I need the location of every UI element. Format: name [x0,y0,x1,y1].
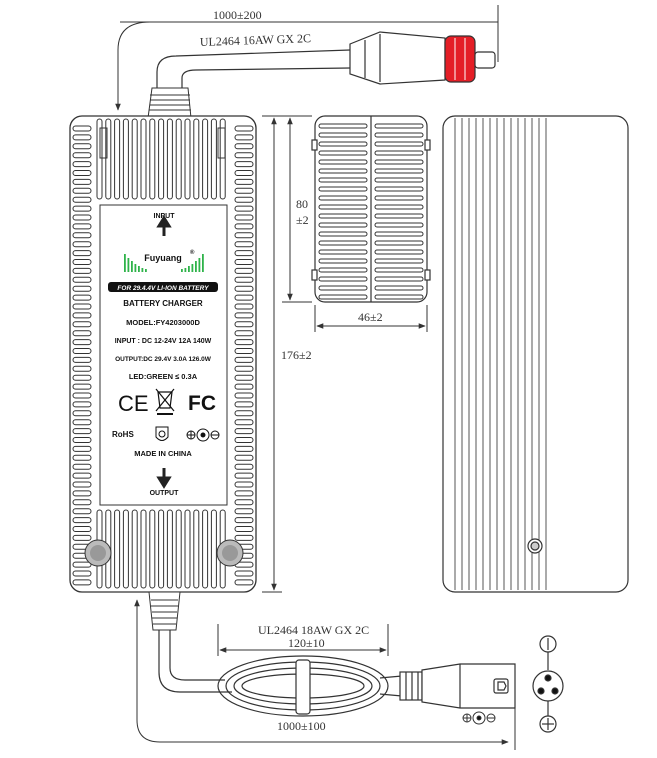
brand-mark: ® [190,249,195,256]
right-fins [234,125,254,586]
cable-tie [295,659,311,715]
input-cable-length: 1000±200 [213,8,262,22]
body-length-dimension [262,115,282,593]
down-arrow-icon [156,468,172,489]
fc-mark: FC [188,392,216,415]
product-label: INPUT Fuyuang ® FOR 29.4.4V LI-ION BATTE… [99,204,228,506]
coil-length: 120±10 [288,636,325,650]
end-view [311,115,431,303]
output-cable-spec: UL2464 18AW GX 2C [258,623,369,637]
label-output: OUTPUT [150,490,180,497]
width-value: 46±2 [358,310,383,324]
input-spec: INPUT : DC 12-24V 12A 140W [115,338,212,345]
model-number: MODEL:FY4203000D [126,318,200,327]
bottom-fins [96,509,226,589]
output-length-dimension [134,599,516,750]
equalizer-right-icon [181,254,204,272]
width-dimension [314,305,428,332]
height-dimension [282,115,312,303]
polarity-icon [186,428,220,442]
input-cable-spec: UL2464 16AW GX 2C [200,31,312,49]
side-view [442,115,629,593]
output-cable [158,630,403,717]
output-strain-relief [148,591,181,631]
input-cable [115,5,499,111]
label-input: INPUT [154,213,176,220]
ce-mark: CE [118,391,149,416]
product-name: BATTERY CHARGER [123,299,203,308]
rohs-mark: RoHS [112,430,134,439]
pinout-diagram [532,635,564,733]
shield-icon [155,426,169,441]
height-value: 80 [296,197,308,211]
brand-name: Fuyuang [144,253,182,263]
height-tolerance: ±2 [296,213,309,227]
equalizer-left-icon [124,254,147,272]
left-fins [72,125,92,586]
small-polarity-icon [462,711,496,725]
made-in: MADE IN CHINA [134,449,192,458]
weee-bin-icon [155,388,175,415]
top-fins [96,118,226,200]
output-cable-length: 1000±100 [277,719,326,733]
xlr-connector [399,663,516,709]
input-strain-relief [147,87,192,119]
output-spec: OUTPUT:DC 29.4V 3.0A 126.0W [115,356,212,363]
body-length: 176±2 [281,348,312,362]
battery-banner: FOR 29.4.4V LI-ION BATTERY [117,285,209,292]
car-plug [349,31,496,85]
up-arrow-icon [156,215,172,236]
led-spec: LED:GREEN ≤ 0.3A [129,372,198,381]
plug-tip-red [444,35,476,83]
